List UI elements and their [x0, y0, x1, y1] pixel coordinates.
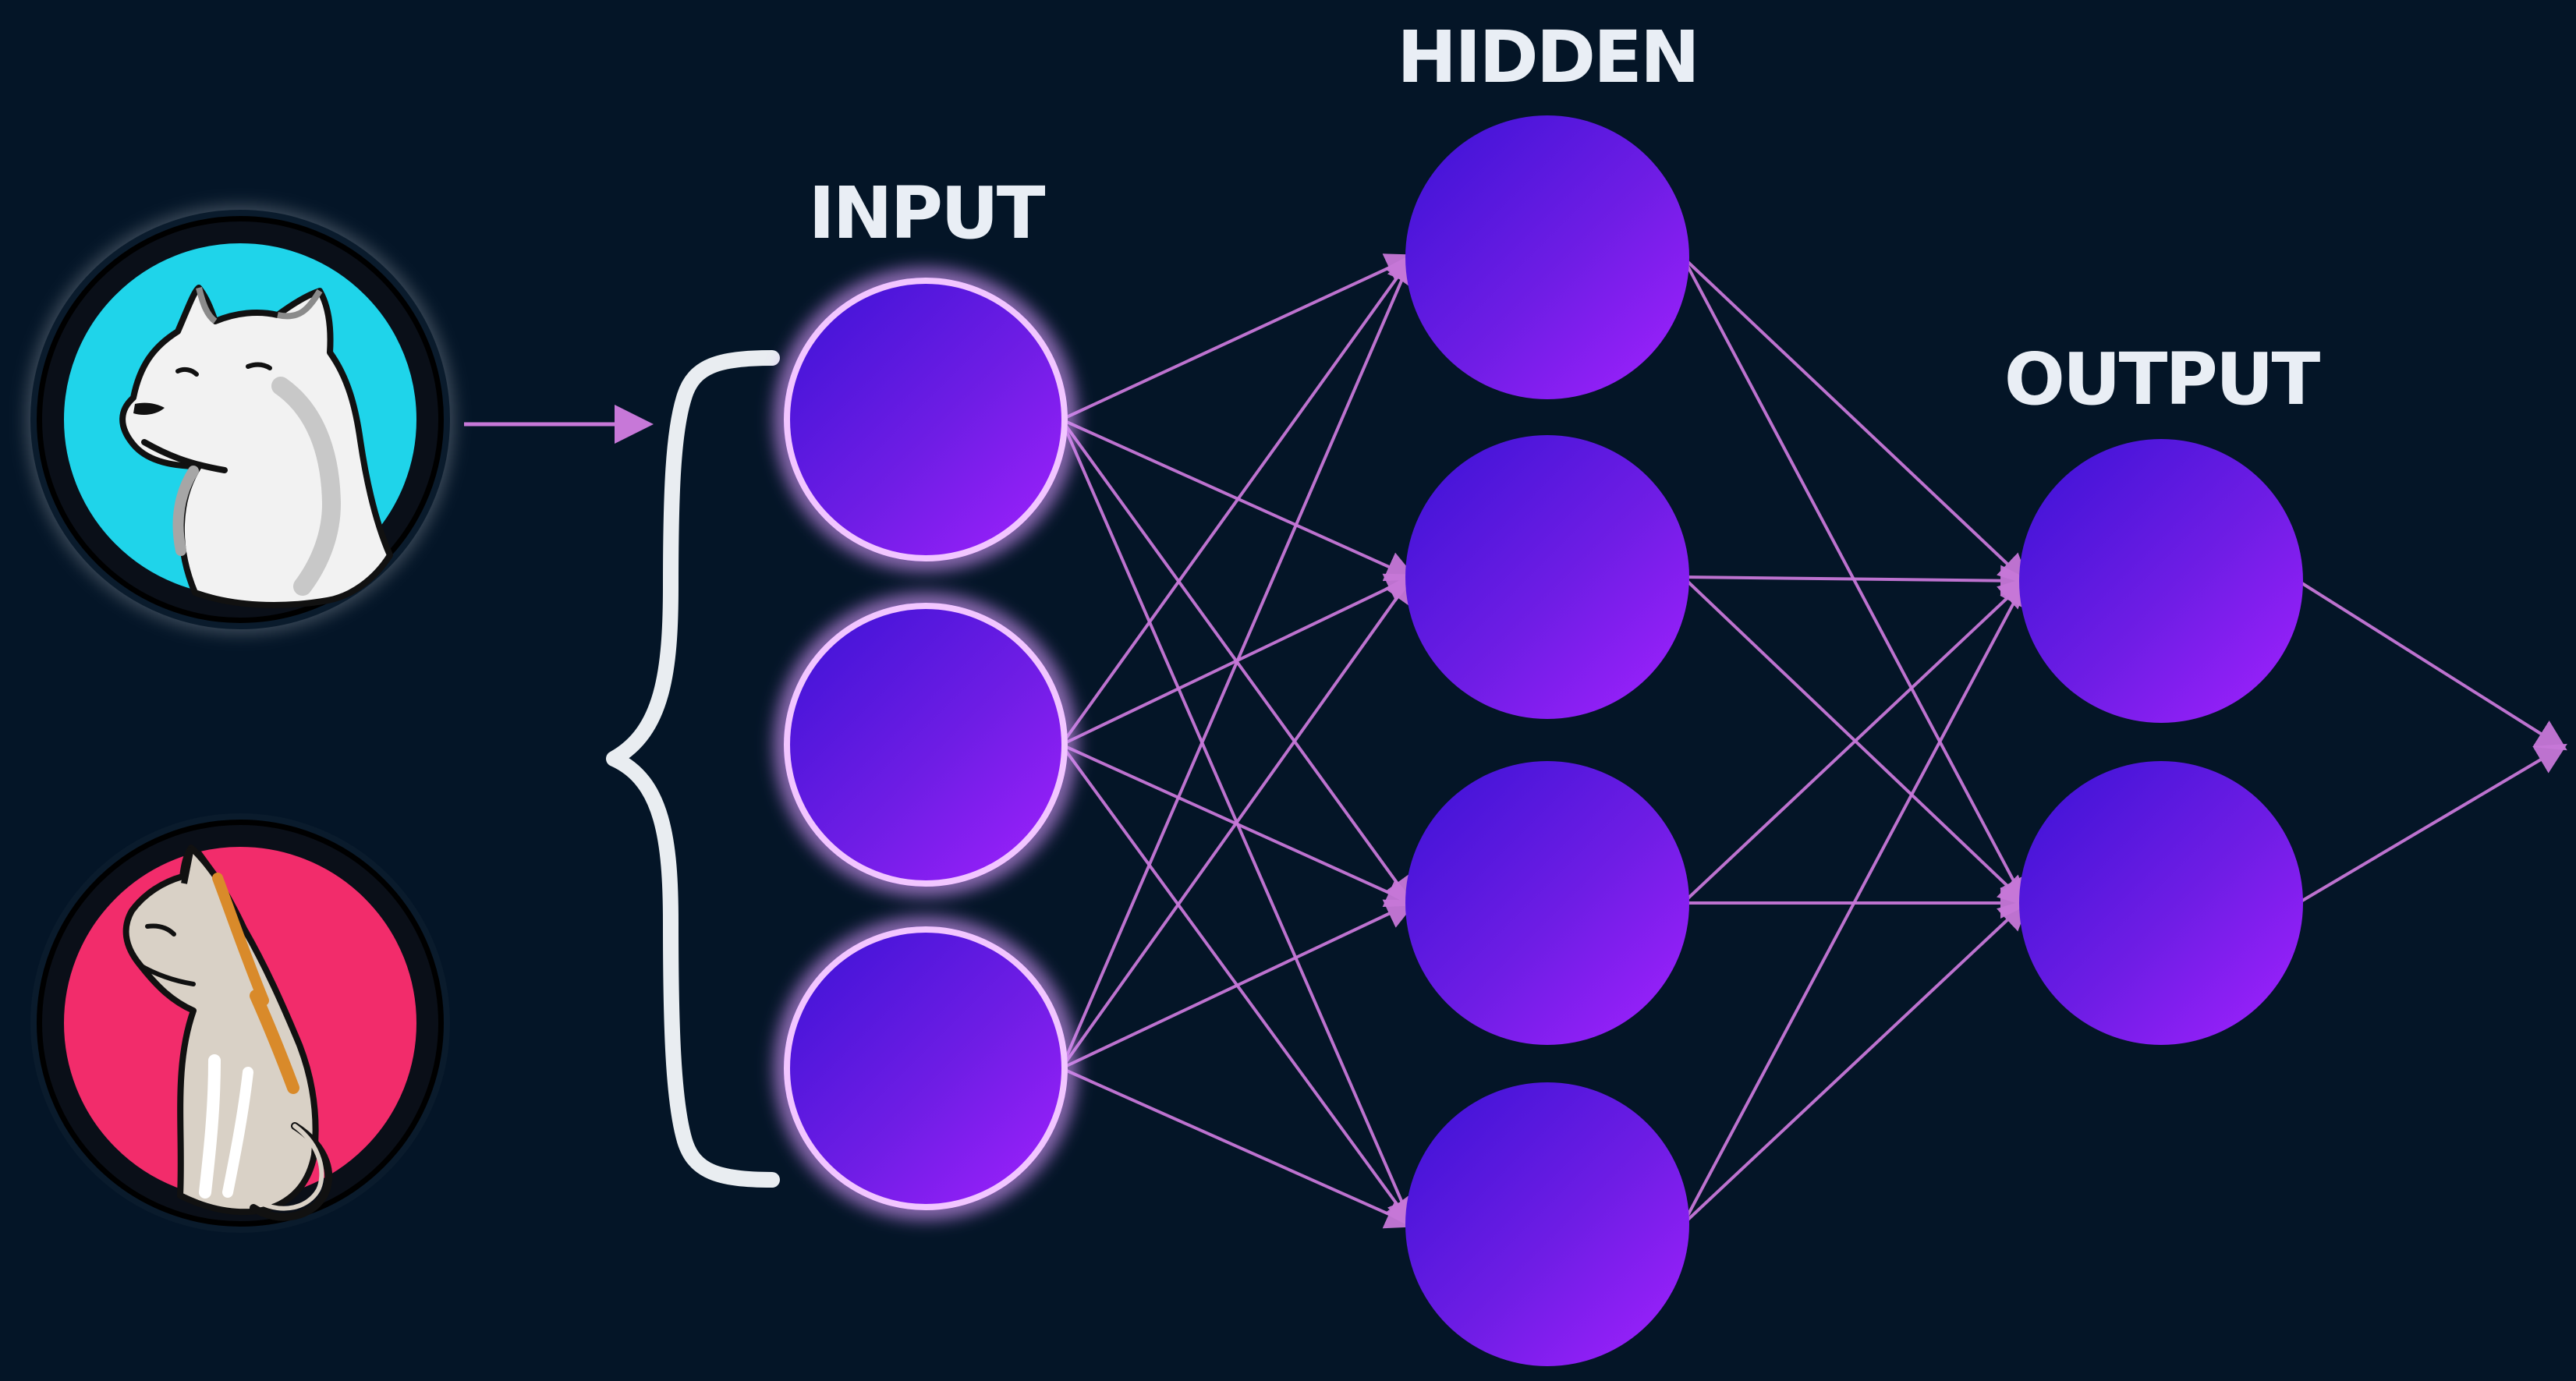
- connection-input-1-hidden-2: [1061, 418, 1418, 582]
- connection-hidden-3-output-1: [1681, 576, 2030, 905]
- dog-icon: [119, 285, 393, 608]
- hidden-neuron-3: [1405, 761, 1689, 1045]
- output-neuron-2: [2019, 761, 2303, 1045]
- dog-example: [18, 197, 462, 642]
- output-arrow-2: [2297, 743, 2567, 905]
- connection-input-3-hidden-4: [1061, 1067, 1418, 1229]
- cat-icon: [122, 845, 333, 1221]
- input-neuron-3: [765, 908, 1086, 1229]
- connection-input-2-hidden-1: [1060, 252, 1416, 746]
- output-neuron-1: [2019, 439, 2303, 723]
- neurons: [765, 115, 2303, 1366]
- input-brace: [606, 350, 780, 1188]
- connections: [1060, 251, 2567, 1231]
- connection-hidden-4-output-2: [1681, 898, 2030, 1226]
- output-layer-label: OUTPUT: [2004, 338, 2321, 421]
- connection-input-3-hidden-1: [1060, 251, 1416, 1069]
- connection-input-3-hidden-3: [1061, 899, 1418, 1070]
- output-arrow-1: [2297, 579, 2567, 751]
- connection-hidden-1-output-1: [1681, 256, 2030, 586]
- connection-input-1-hidden-1: [1061, 253, 1418, 421]
- hidden-layer-label: HIDDEN: [1397, 16, 1698, 99]
- cat-example: [30, 813, 450, 1233]
- hidden-neuron-1: [1405, 115, 1689, 399]
- connection-hidden-2-output-1: [1682, 565, 2032, 597]
- hidden-neuron-2: [1405, 435, 1689, 719]
- input-neuron-1: [765, 259, 1086, 580]
- input-layer-label: INPUT: [808, 172, 1045, 255]
- connection-input-3-hidden-2: [1060, 572, 1416, 1070]
- hidden-neuron-4: [1405, 1082, 1689, 1366]
- input-neuron-2: [765, 584, 1086, 905]
- connection-hidden-4-output-1: [1681, 575, 2029, 1225]
